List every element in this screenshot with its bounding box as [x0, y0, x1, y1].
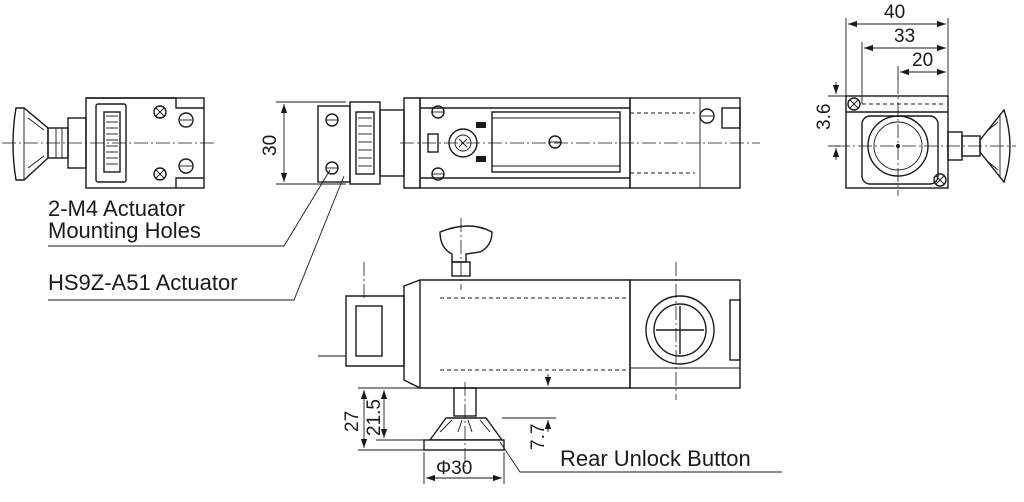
dim-27: 27 [342, 411, 363, 432]
dim-20: 20 [912, 50, 933, 71]
annotation-text: 2-M4 Actuator Mounting Holes HS9Z-A51 Ac… [48, 2, 933, 479]
left-end-view [2, 97, 214, 189]
bottom-view [318, 218, 741, 484]
dim-33: 33 [894, 26, 915, 47]
dim-30: 30 [260, 135, 281, 156]
label-rear-unlock: Rear Unlock Button [560, 446, 751, 471]
label-mounting-holes-2: Mounting Holes [48, 218, 201, 243]
dim-phi-30: Φ30 [436, 458, 472, 479]
dim-21-5: 21.5 [364, 399, 385, 436]
leader-lines [48, 169, 782, 473]
dim-40: 40 [884, 2, 905, 23]
right-end-view [828, 18, 1016, 196]
dim-3-6: 3.6 [814, 104, 835, 130]
label-mounting-holes-1: 2-M4 Actuator [48, 196, 185, 221]
label-actuator: HS9Z-A51 Actuator [48, 270, 238, 295]
dim-7-7: 7.7 [528, 424, 549, 450]
front-view [276, 97, 760, 189]
